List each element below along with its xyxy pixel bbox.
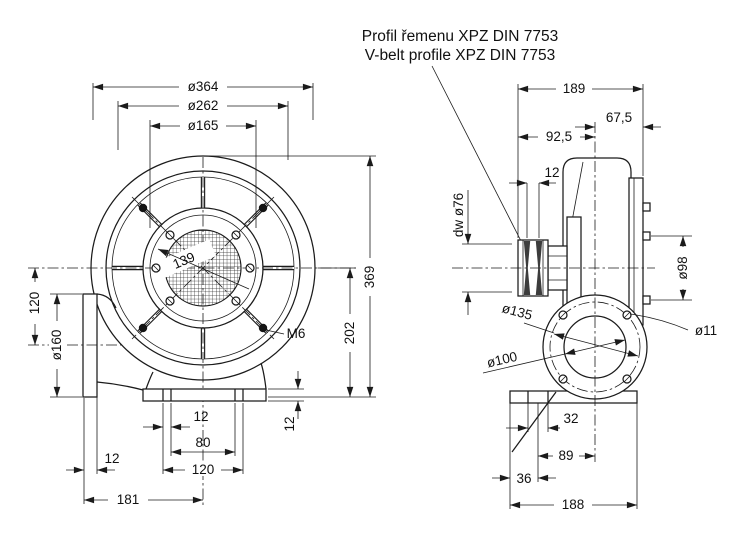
dim-dia135: ø135: [500, 300, 534, 322]
dim-dw76: dw ø76: [451, 193, 466, 237]
front-view: 139 M6: [28, 155, 356, 508]
dim-12-flange: 12: [104, 451, 119, 466]
radius-139-callout: 139: [152, 239, 250, 290]
side-dimensions: 189 67,5 92,5 12 dw ø76 ø98 ø11: [451, 81, 717, 512]
rear-bolt-icon: [642, 231, 651, 241]
dim-120-base: 120: [192, 462, 215, 477]
bolt-icon: [258, 323, 268, 333]
dim-120-offset: 120: [27, 292, 42, 315]
scroll-right-transition: [260, 362, 267, 390]
bolt-icon: [258, 203, 268, 213]
screw-icon: [231, 296, 241, 306]
dim-slot-12: 12: [193, 409, 208, 424]
dim-181: 181: [117, 492, 140, 507]
bolt-icon: [138, 203, 148, 213]
dim-dia100: ø100: [485, 349, 518, 371]
bolt-hole-icon: [558, 374, 568, 384]
rear-plate: [628, 177, 644, 326]
title-block: Profil řemenu XPZ DIN 7753 V-belt profil…: [362, 28, 558, 242]
dim-dia160: ø160: [49, 330, 64, 361]
dim-188: 188: [562, 497, 585, 512]
dim-36: 36: [516, 471, 531, 486]
bolt-hole-icon: [622, 374, 632, 384]
inlet-screws: [151, 230, 255, 306]
radius-139-leader: [157, 248, 250, 290]
bolt-hole-icon: [622, 310, 632, 320]
m6-leader: [265, 329, 285, 335]
dim-32: 32: [563, 411, 578, 426]
dim-12-groove: 12: [544, 165, 559, 180]
title-line-czech: Profil řemenu XPZ DIN 7753: [362, 28, 558, 45]
duct-bottom-wall: [96, 381, 144, 391]
dim-dia11: ø11: [695, 323, 717, 338]
dim-67-5: 67,5: [606, 110, 632, 125]
dim-dia165: ø165: [188, 118, 219, 133]
dim-92-5: 92,5: [546, 129, 572, 144]
outlet-flange: [82, 293, 98, 398]
bolt-icon: [138, 323, 148, 333]
screw-icon: [165, 296, 175, 306]
title-line-english: V-belt profile XPZ DIN 7753: [365, 47, 555, 64]
scroll-left-transition: [145, 371, 154, 390]
bolt-circle-centerline: [549, 301, 641, 393]
v-belt-pulley: [517, 239, 549, 297]
dim-202: 202: [342, 322, 357, 345]
gusset: [511, 391, 557, 453]
dim-89: 89: [558, 448, 573, 463]
dim-80: 80: [195, 435, 210, 450]
duct-top-wall: [96, 293, 117, 309]
bolt-hole-icon: [558, 310, 568, 320]
rear-bolt-icon: [642, 202, 651, 212]
screw-icon: [231, 230, 241, 240]
front-dimensions: ø364 ø262 ø165 120 ø160 12: [27, 79, 377, 507]
screw-icon: [245, 263, 255, 273]
dim-369: 369: [362, 266, 377, 289]
title-leader-line: [431, 65, 522, 242]
dia11-leader: [629, 313, 689, 331]
front-base: [142, 388, 267, 402]
m6-bolts: M6: [138, 203, 306, 341]
dim-189: 189: [563, 81, 586, 96]
dim-dia364: ø364: [188, 79, 219, 94]
flange-bolt-holes: [558, 310, 632, 384]
front-diagonal-centerline-2: [131, 196, 275, 340]
screw-icon: [165, 230, 175, 240]
screw-icon: [151, 263, 161, 273]
dim-m6: M6: [287, 326, 306, 341]
rear-bolt-icon: [642, 295, 651, 305]
side-view: [452, 122, 655, 462]
dim-dia98: ø98: [675, 256, 690, 279]
dim-dia262: ø262: [188, 98, 219, 113]
dim-12-base-height: 12: [282, 416, 297, 431]
